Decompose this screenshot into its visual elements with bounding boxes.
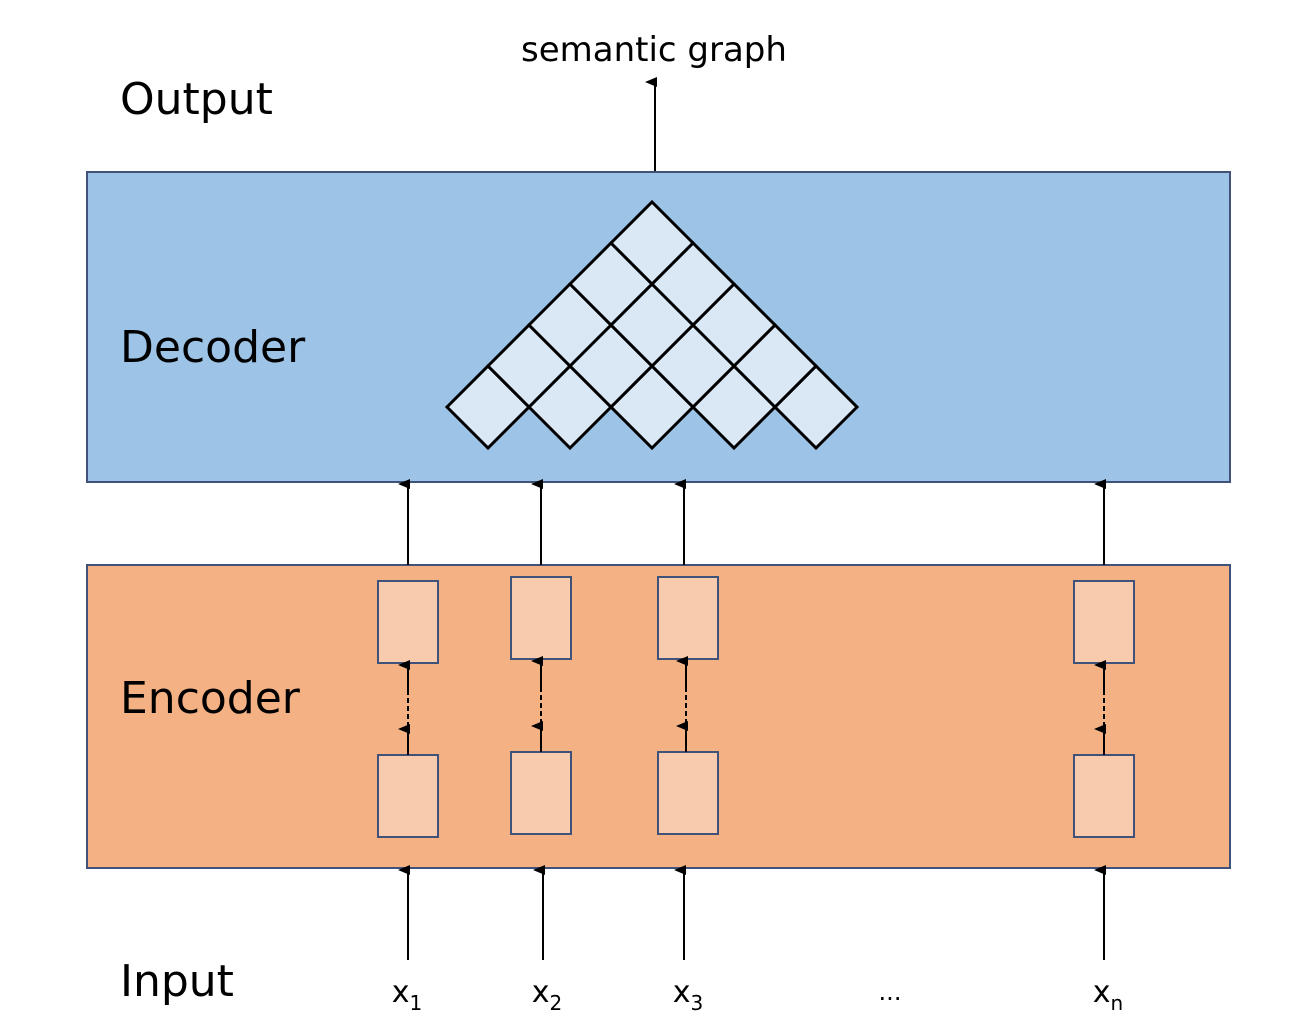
encoder-label: Encoder [120,673,300,724]
input-token-n: xn [1092,975,1124,1015]
encoder-cell-top [657,576,719,660]
encoder-cell-top [377,580,439,664]
arrows [398,77,1106,960]
encoder-cell-bottom [1073,754,1135,838]
semantic-graph-label: semantic graph [521,30,787,70]
decoder-label: Decoder [120,322,306,373]
encoder-cell-bottom [510,751,572,835]
decoder-cell [608,199,696,287]
encoder-cell-bottom [377,754,439,838]
input-label: Input [120,956,234,1007]
input-token-2: x2 [531,975,563,1015]
input-token-1: x1 [391,975,423,1015]
encoder-cell-top [510,576,572,660]
input-ellipsis: ... [878,978,902,1006]
encoder-cells [377,576,1135,838]
input-token-3: x3 [672,975,704,1015]
output-label: Output [120,74,273,125]
encoder-cell-bottom [657,751,719,835]
decoder-triangle-grid [444,199,860,451]
encoder-cell-top [1073,580,1135,664]
